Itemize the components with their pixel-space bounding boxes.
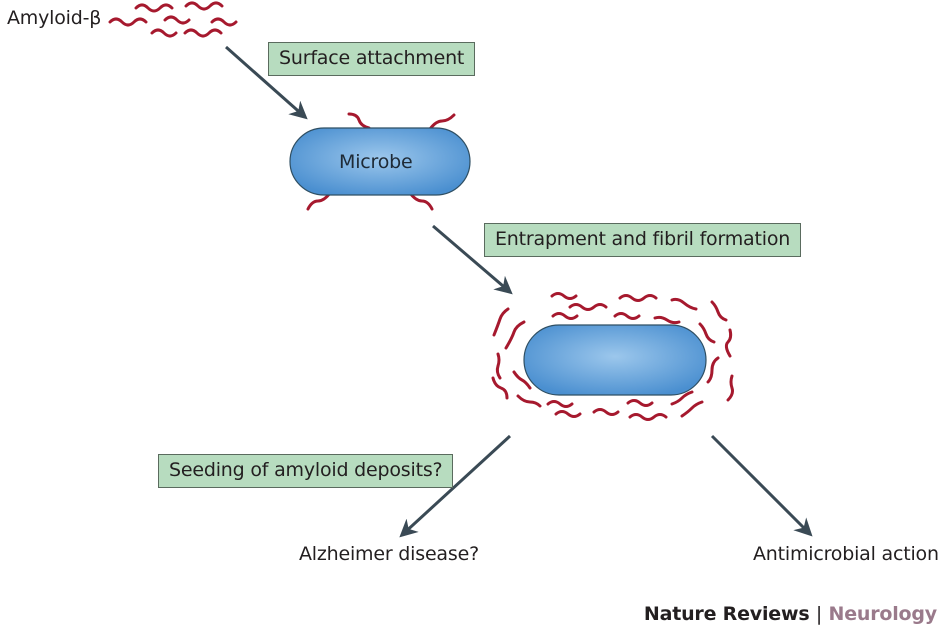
fibril [592, 408, 620, 416]
journal-name: Nature Reviews [643, 603, 810, 625]
fibril [491, 376, 509, 400]
fibril [626, 399, 654, 407]
fibril [618, 294, 658, 302]
fibril [306, 191, 332, 211]
fibril [163, 15, 191, 25]
fibril [183, 28, 223, 38]
microbe-body [523, 324, 707, 396]
fibril [550, 292, 578, 300]
fibril [108, 17, 148, 27]
entrapped-microbe [491, 292, 734, 421]
credit-separator: | [815, 603, 823, 625]
fibril [710, 300, 728, 322]
arrow-surface-attachment [225, 45, 308, 120]
journal-section: Neurology [828, 603, 938, 625]
amyloid-beta-fibrils-free [108, 1, 238, 38]
fibril [670, 297, 698, 311]
fibril [134, 3, 174, 13]
fibril [698, 322, 716, 344]
fibril-network [491, 292, 734, 421]
fibril [150, 28, 178, 38]
fibril [347, 112, 371, 130]
fibril [568, 303, 608, 311]
fibril [670, 390, 694, 406]
fibril [504, 320, 526, 350]
fibril [653, 315, 681, 325]
fibril [428, 113, 456, 131]
step-seeding: Seeding of amyloid deposits? [158, 454, 454, 488]
fibril [495, 352, 502, 380]
fibril [551, 312, 579, 320]
microbe-with-attached-fibrils [289, 112, 471, 211]
fibril [516, 394, 542, 408]
fibril [613, 312, 641, 320]
microbe-label: Microbe [339, 151, 413, 173]
outcome-antimicrobial-action: Antimicrobial action [753, 543, 939, 565]
amyloid-beta-label: Amyloid-β [7, 7, 102, 29]
fibril [546, 400, 574, 408]
step-surface-attachment: Surface attachment [268, 42, 476, 76]
fibril [492, 307, 510, 337]
fibril [726, 374, 734, 402]
fibril [210, 17, 238, 27]
outcome-alzheimer-disease: Alzheimer disease? [299, 543, 479, 565]
microbe-body [289, 127, 471, 196]
arrow-antimicrobial [710, 434, 813, 537]
arrow-seeding [399, 434, 512, 538]
fibril [680, 400, 704, 418]
fibril [184, 1, 224, 11]
fibril [628, 413, 668, 421]
fibril [554, 410, 582, 418]
arrow-entrapment [432, 224, 513, 295]
fibril [408, 191, 434, 211]
step-entrapment: Entrapment and fibril formation [484, 223, 802, 257]
fibril [512, 370, 532, 390]
fibril [706, 356, 720, 384]
fibril [724, 328, 733, 358]
journal-credit: Nature Reviews | Neurology [644, 603, 937, 625]
